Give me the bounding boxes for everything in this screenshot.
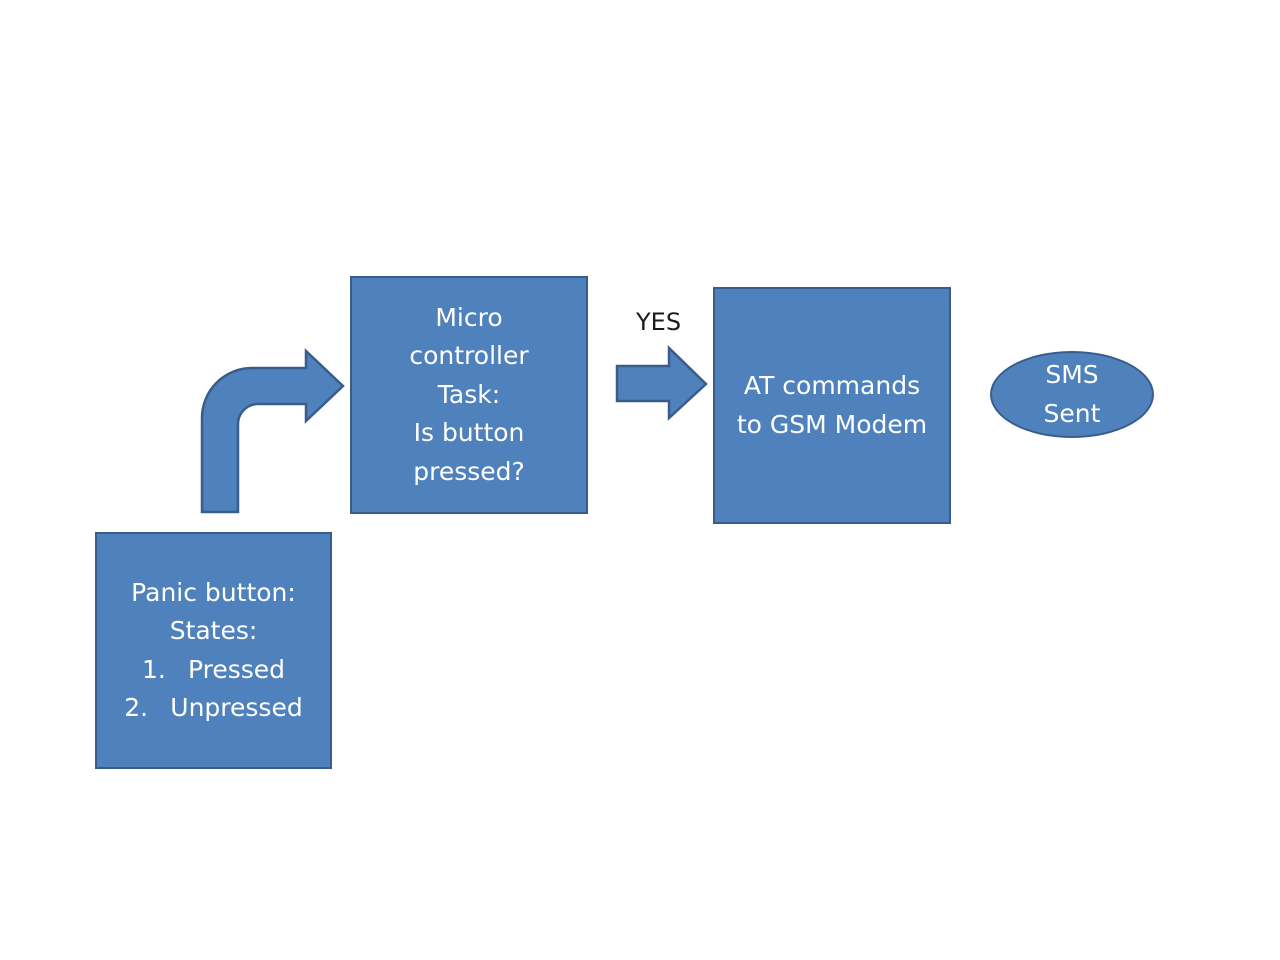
state-item-label: Unpressed — [170, 693, 303, 722]
sms-sent-ellipse: SMS Sent — [990, 351, 1154, 438]
sms-line: SMS — [1045, 360, 1099, 389]
at-line: AT commands — [743, 371, 921, 400]
panic-title: Panic button: — [131, 577, 296, 607]
panic-states-label: States: — [169, 616, 258, 645]
micro-line: Micro — [435, 302, 503, 332]
state-item-unpressed: 2. Unpressed — [124, 689, 302, 728]
yes-label: YES — [636, 308, 682, 336]
state-item-pressed: 1. Pressed — [142, 651, 285, 690]
micro-line: pressed? — [413, 456, 525, 486]
state-item-number: 2. — [124, 693, 149, 722]
panic-button-box: Panic button: States: 1. Pressed 2. Unpr… — [95, 532, 332, 769]
state-item-label: Pressed — [187, 654, 286, 684]
bent-arrow — [200, 348, 345, 514]
micro-line: Is button — [413, 418, 525, 448]
at-commands-box: AT commands to GSM Modem — [713, 287, 951, 524]
right-arrow — [615, 345, 708, 421]
at-line: to GSM Modem — [736, 409, 928, 439]
state-item-number: 1. — [141, 654, 166, 684]
micro-line: Task: — [437, 379, 501, 409]
micro-controller-box: Micro controller Task: Is button pressed… — [350, 276, 588, 514]
sms-line: Sent — [1043, 398, 1101, 428]
micro-line: controller — [409, 341, 529, 371]
